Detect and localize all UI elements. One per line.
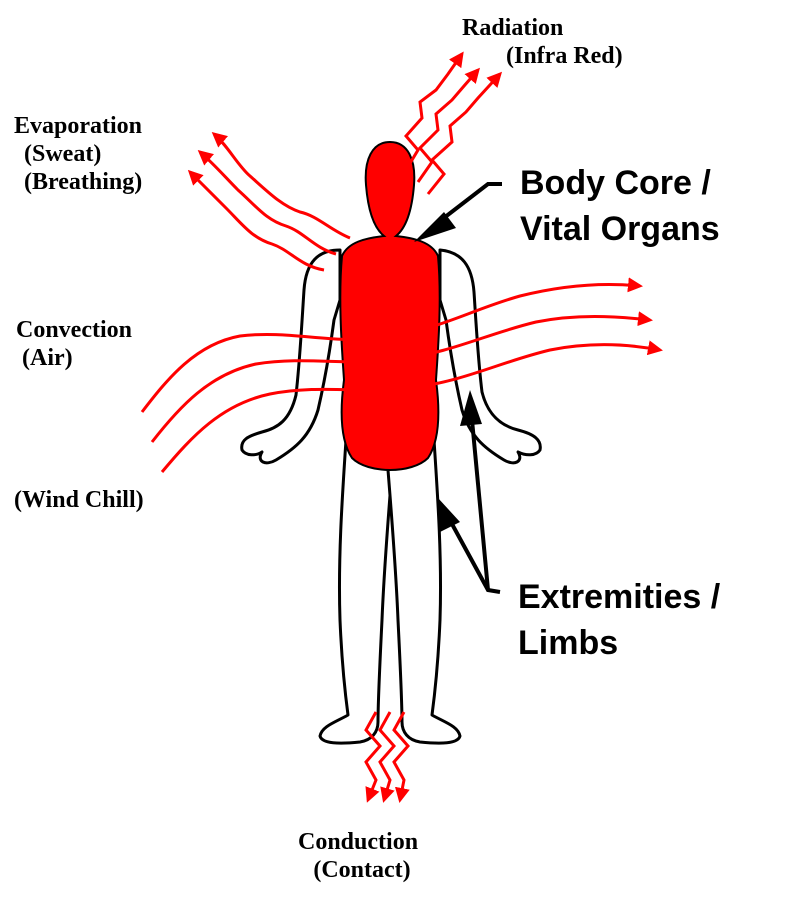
extremities-pointer-head [438, 498, 460, 532]
evaporation-label: Evaporation (Sweat) (Breathing) [14, 112, 142, 196]
body-core-label: Body Core / Vital Organs [520, 160, 720, 252]
body-core-line1: Body Core / [520, 160, 720, 206]
wind-chill-label: (Wind Chill) [14, 486, 144, 514]
evaporation-arrows [190, 134, 350, 270]
radiation-subtitle: (Infra Red) [506, 42, 623, 70]
body-core-line2: Vital Organs [520, 206, 720, 252]
conduction-label: Conduction (Contact) [298, 828, 418, 884]
convection-subtitle: (Air) [22, 344, 132, 372]
radiation-label: Radiation (Infra Red) [462, 14, 623, 70]
evaporation-sweat: (Sweat) [24, 140, 142, 168]
left-leg [320, 440, 392, 743]
body-core-pointer-head [414, 212, 456, 242]
radiation-arrows [406, 54, 500, 194]
extremities-pointer [452, 524, 500, 592]
evaporation-title: Evaporation [14, 112, 142, 140]
conduction-arrow [380, 712, 394, 800]
radiation-title: Radiation [462, 14, 623, 42]
evaporation-breathing: (Breathing) [24, 168, 142, 196]
evaporation-arrow [190, 172, 324, 270]
convection-title: Convection [16, 316, 132, 344]
extremities-label: Extremities / Limbs [518, 574, 720, 666]
convection-label: Convection (Air) [16, 316, 132, 372]
radiation-arrow [406, 54, 462, 170]
right-leg [388, 440, 460, 743]
conduction-title: Conduction [298, 828, 418, 856]
conduction-subtitle: (Contact) [306, 856, 418, 884]
extremities-line1: Extremities / [518, 574, 720, 620]
radiation-arrow [428, 74, 500, 194]
radiation-arrow [418, 70, 478, 182]
extremities-line2: Limbs [518, 620, 720, 666]
left-arm [242, 250, 340, 463]
body-core [340, 142, 439, 470]
